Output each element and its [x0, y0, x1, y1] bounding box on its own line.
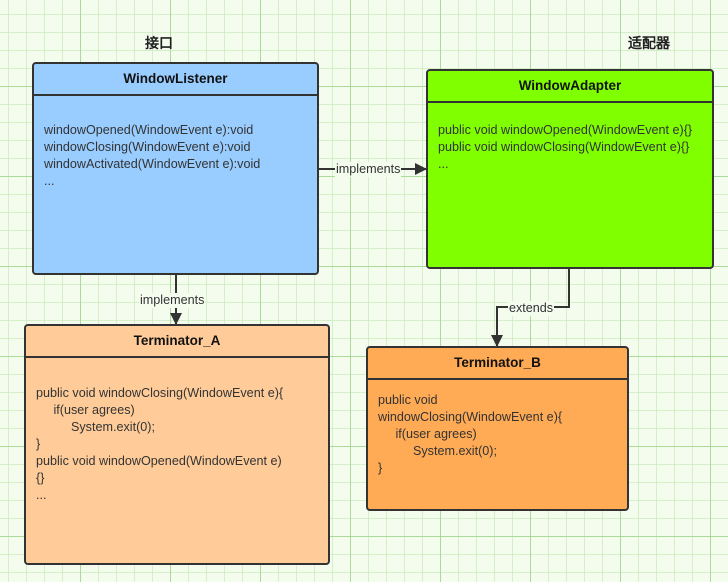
terminator-b-body: public void windowClosing(WindowEvent e)… [368, 380, 627, 485]
window-listener-box[interactable]: WindowListener windowOpened(WindowEvent … [32, 62, 319, 275]
method-line: windowClosing(WindowEvent e):void [44, 140, 251, 154]
code-line: if(user agrees) [36, 403, 135, 417]
window-adapter-body: public void windowOpened(WindowEvent e){… [428, 103, 712, 181]
code-line: } [378, 461, 383, 475]
ellipsis-line: ... [36, 488, 47, 502]
window-listener-body: windowOpened(WindowEvent e):void windowC… [34, 96, 317, 198]
adapter-caption: 适配器 [628, 36, 670, 52]
interface-caption: 接口 [145, 36, 173, 52]
edge-label-listener-terminator-a: implements [139, 293, 206, 308]
terminator-a-body: public void windowClosing(WindowEvent e)… [26, 358, 328, 512]
code-line: public void windowClosing(WindowEvent e)… [36, 386, 284, 400]
window-adapter-title: WindowAdapter [428, 71, 712, 103]
code-line: windowClosing(WindowEvent e){ [378, 410, 563, 424]
code-line: {} [36, 471, 45, 485]
terminator-b-box[interactable]: Terminator_B public void windowClosing(W… [366, 346, 629, 511]
terminator-a-title: Terminator_A [26, 326, 328, 358]
window-listener-title: WindowListener [34, 64, 317, 96]
window-adapter-box[interactable]: WindowAdapter public void windowOpened(W… [426, 69, 714, 269]
edge-label-listener-adapter: implements [335, 162, 402, 177]
code-line: System.exit(0); [378, 444, 497, 458]
method-line: public void windowClosing(WindowEvent e)… [438, 140, 690, 154]
terminator-a-box[interactable]: Terminator_A public void windowClosing(W… [24, 324, 330, 565]
code-line: System.exit(0); [36, 420, 155, 434]
code-line: } [36, 437, 41, 451]
code-line: if(user agrees) [378, 427, 477, 441]
terminator-b-title: Terminator_B [368, 348, 627, 380]
code-line: public void windowOpened(WindowEvent e) [36, 454, 282, 468]
method-line: public void windowOpened(WindowEvent e){… [438, 123, 693, 137]
code-line: public void [378, 393, 438, 407]
edge-label-adapter-terminator-b: extends [508, 301, 555, 316]
method-line: windowActivated(WindowEvent e):void [44, 157, 261, 171]
method-line: windowOpened(WindowEvent e):void [44, 123, 254, 137]
ellipsis-line: ... [438, 157, 449, 171]
ellipsis-line: ... [44, 174, 55, 188]
